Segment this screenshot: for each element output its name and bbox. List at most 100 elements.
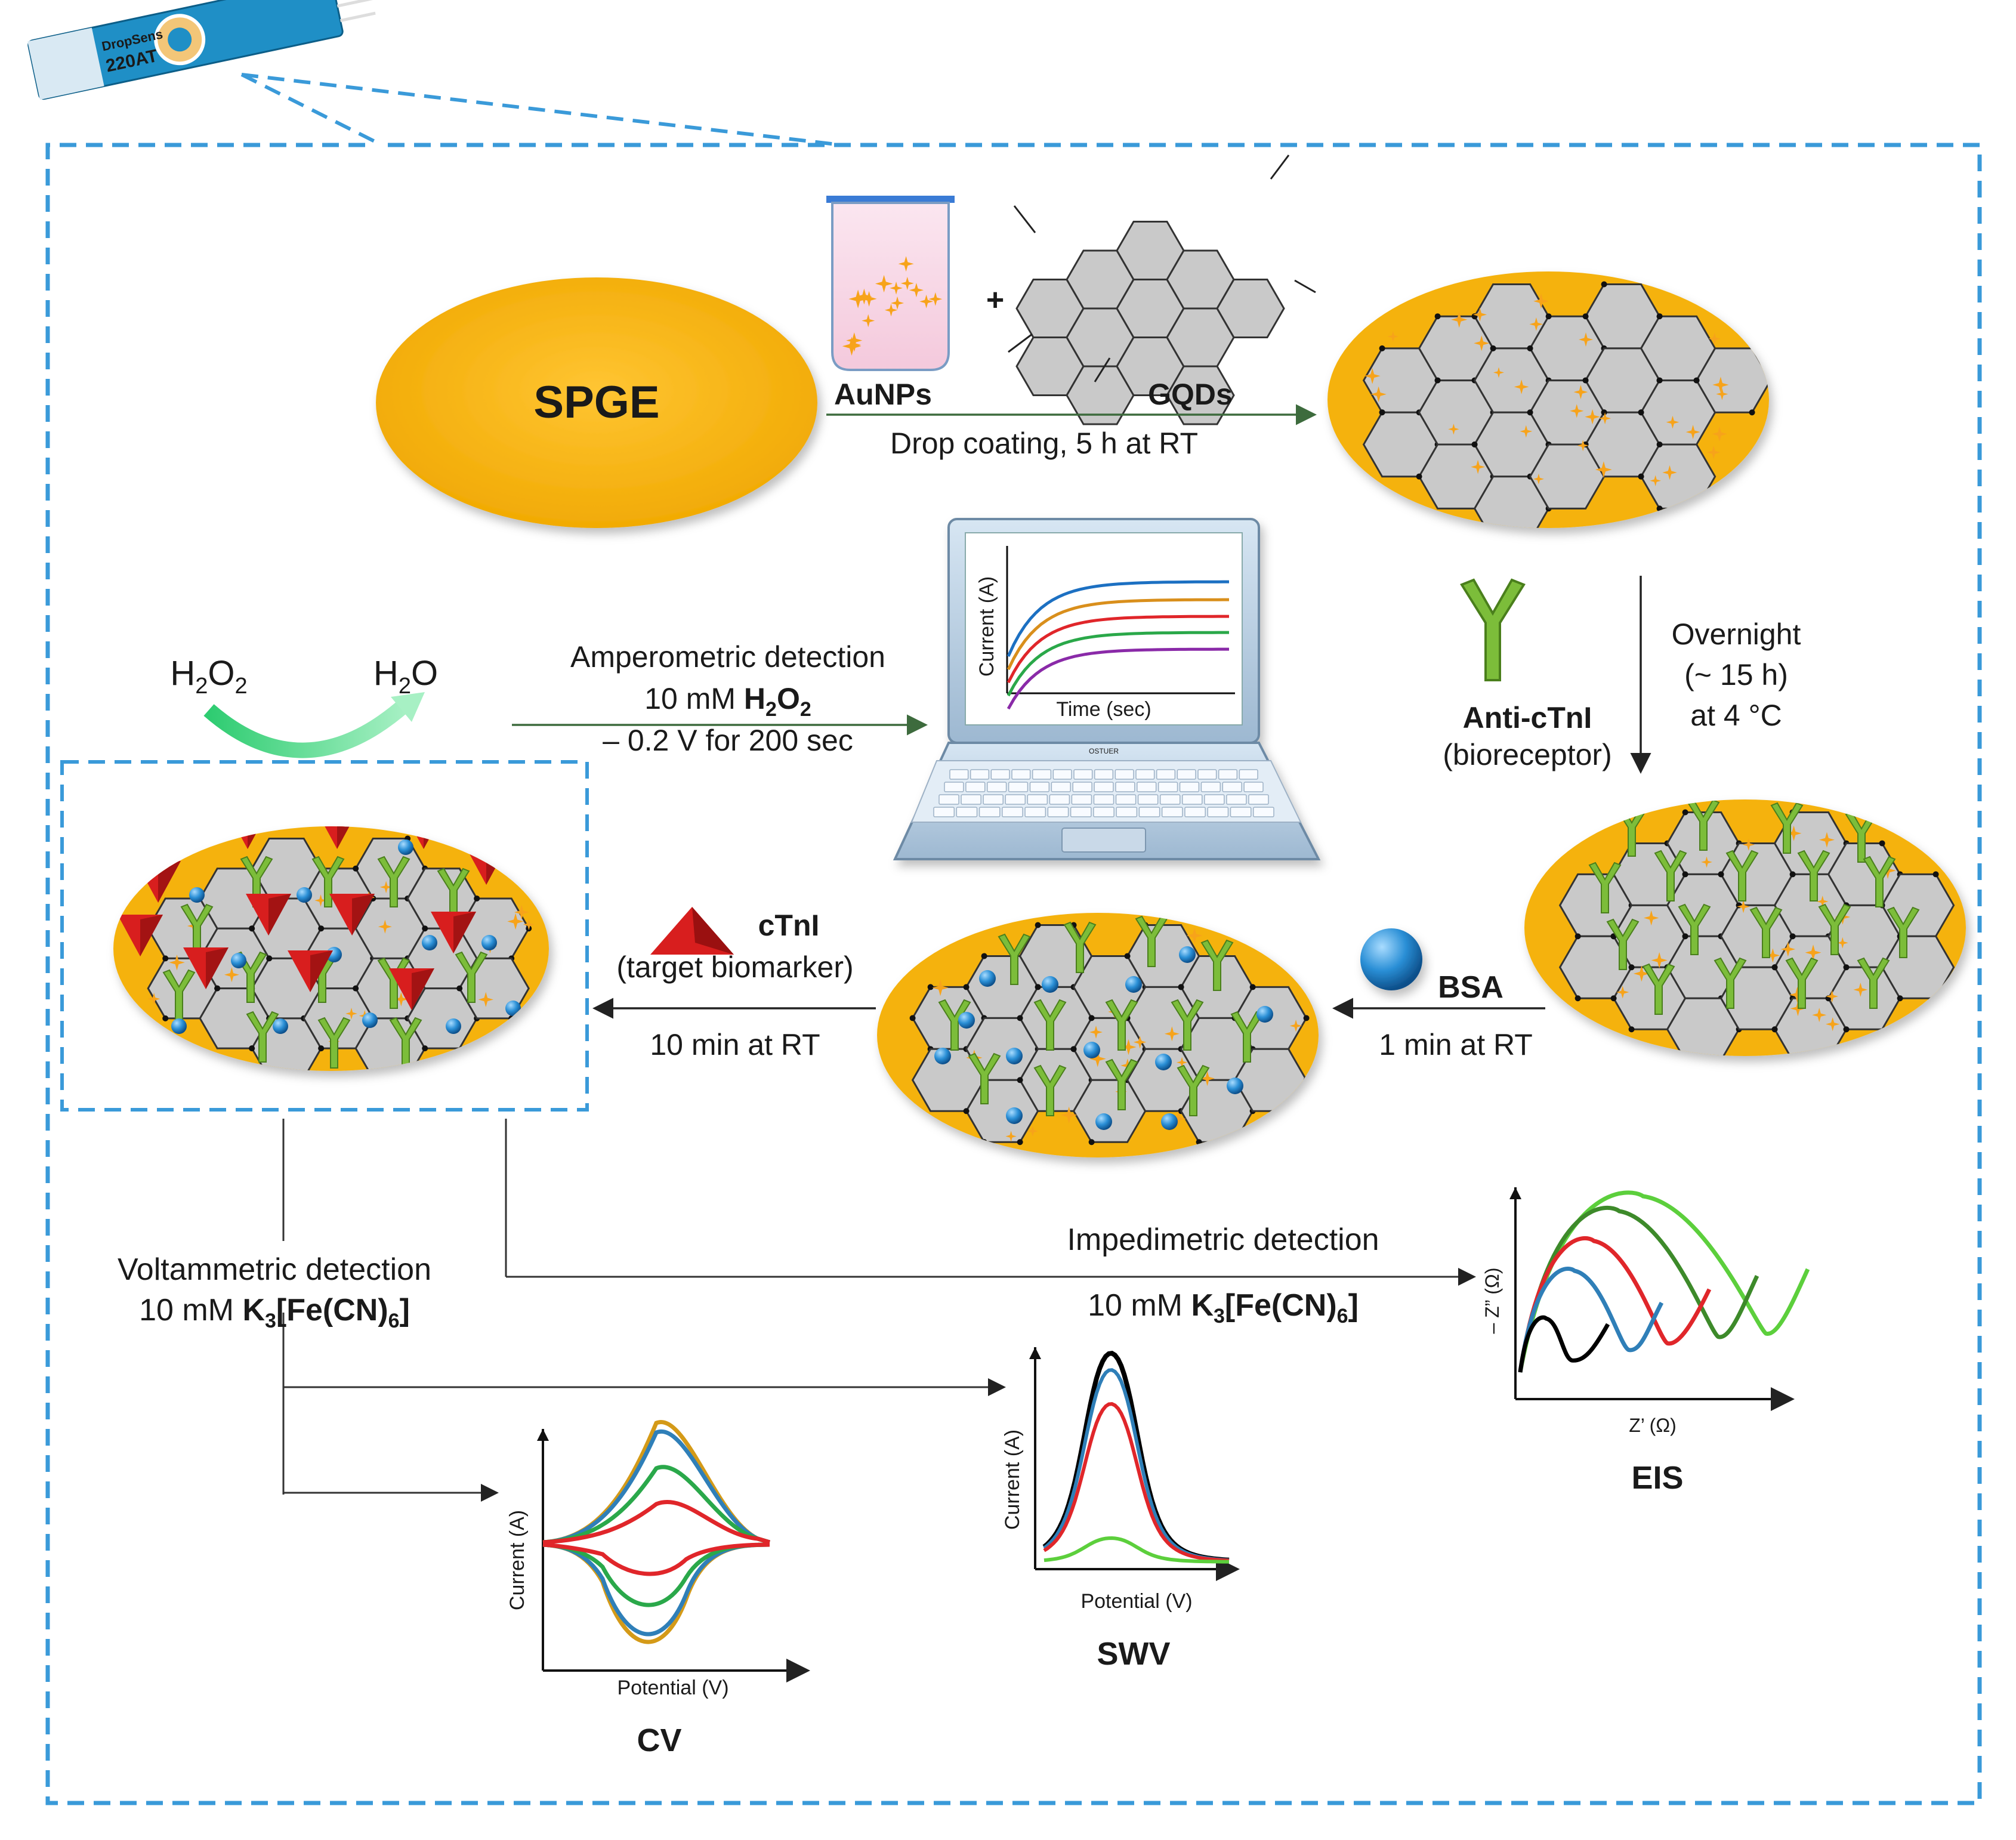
graphene-bond [1270,155,1290,180]
aunp-sparkle [1644,910,1659,926]
antibody [180,903,214,955]
gqd-node [249,1045,255,1052]
amperometric-prefix: 10 mM [644,682,744,715]
keyboard-key [1002,807,1023,817]
aunp-sparkle [1089,1026,1103,1039]
gqd-node [1434,377,1441,384]
ctni-label: cTnI [758,909,820,942]
amperometric-curve [1007,631,1229,697]
bsa-bead [1256,1006,1273,1023]
gqd-node [1843,964,1850,971]
bsa-bead [958,1012,975,1029]
bsa-label: BSA [1438,970,1503,1005]
aunp-sparkle [1826,1017,1840,1032]
gqd-node [1656,505,1663,512]
detection-connectors [282,1119,1476,1502]
aunp-sparkle [1805,944,1821,961]
amperometric-curve [1007,598,1229,671]
aunp-sparkle [1529,317,1543,331]
gqd-node [1771,1026,1778,1033]
impedimetric-concentration: 10 mM K3[Fe(CN)6] [1088,1288,1359,1327]
antibody [1654,850,1687,902]
antibody [1606,918,1640,970]
ctni-target-shade [268,894,291,936]
keyboard-key [1222,782,1242,792]
gqd-node [1303,1077,1310,1083]
keyboard-key [1005,794,1026,805]
aunp-sparkle [1826,990,1839,1003]
graphene-hex [1216,279,1285,338]
gqd-node [1682,933,1688,940]
gqd-node [1790,1057,1796,1063]
gqd-node [1601,281,1607,288]
ctni-target-shade [310,950,333,992]
keyboard-key [1114,769,1134,780]
aunp-sparkle [900,276,914,290]
keyboard-key [1197,769,1217,780]
keyboard-key [965,782,986,792]
aunp-sparkle [1765,948,1780,963]
antibody [1105,999,1138,1051]
graphene-bond [1094,357,1111,382]
aunp-sparkle [1472,307,1487,322]
keyboard-key [1093,794,1114,805]
bsa-bead [979,970,996,987]
gqd-node [1490,345,1496,351]
bsa-bead [934,1048,951,1064]
antibody [1857,957,1890,1009]
keyboard-key [1179,782,1200,792]
keyboard-key [933,807,955,817]
keyboard-key [1052,769,1072,780]
ctni-target-shade [158,861,181,903]
antibody [1714,957,1747,1009]
gqd-node [301,1075,307,1081]
swv-ylabel: Current (A) [1001,1430,1024,1530]
aunp-sparkle [847,338,862,352]
ctni-condition: 10 min at RT [650,1028,820,1061]
keyboard-key [1138,807,1160,817]
gqd-node [1771,964,1778,971]
aunp-sparkle [919,294,934,308]
aunp-sparkle [898,256,914,272]
final-electrode-box [60,760,589,1112]
outer-dashed-frame [45,73,1982,1805]
keyboard-key [1070,807,1092,817]
gqd-node [353,985,359,992]
antibody [1105,1058,1138,1110]
bsa-bead [1161,1113,1178,1130]
antibody [1033,1064,1067,1116]
antibody [1749,906,1783,958]
graphene-hex [1166,365,1235,425]
aunp-sparkle [523,919,535,931]
aunp-sparkle [1616,986,1629,999]
gqd-node [1656,313,1663,320]
keyboard-key [1029,782,1050,792]
gqd-node [422,925,428,932]
gqd-node [162,955,169,962]
laptop-touchpad [1061,828,1146,853]
keyboard-key [1207,807,1229,817]
aunp-sparkle [1170,1111,1186,1127]
swv-xlabel: Potential (V) [1080,1590,1192,1613]
antibody [1200,939,1234,991]
keyboard-key [956,807,978,817]
eis-ylabel: – Z” (Ω) [1481,1267,1503,1333]
aunp-sparkle [890,281,903,295]
gqd-node [1035,922,1041,928]
gqd-node [1582,377,1589,384]
cv-chart: Current (A) Potential (V) CV [506,1420,810,1758]
aunp-sparkle [345,1007,357,1020]
gqd-node [1610,995,1617,1002]
gqd-node [1088,1139,1095,1146]
keyboard-key [1184,807,1206,817]
swv-curve [1043,1402,1230,1563]
bsa-bead [1006,1048,1023,1064]
cv-title: CV [637,1722,681,1758]
gqd-node [1749,409,1755,416]
bsa-condition: 1 min at RT [1379,1028,1533,1061]
gqd-node [1490,538,1496,544]
aunp-sparkle [1786,825,1802,841]
bsa-bead [1179,946,1196,963]
aunp-sparkle [1819,832,1835,848]
gqd-node [1601,409,1607,416]
